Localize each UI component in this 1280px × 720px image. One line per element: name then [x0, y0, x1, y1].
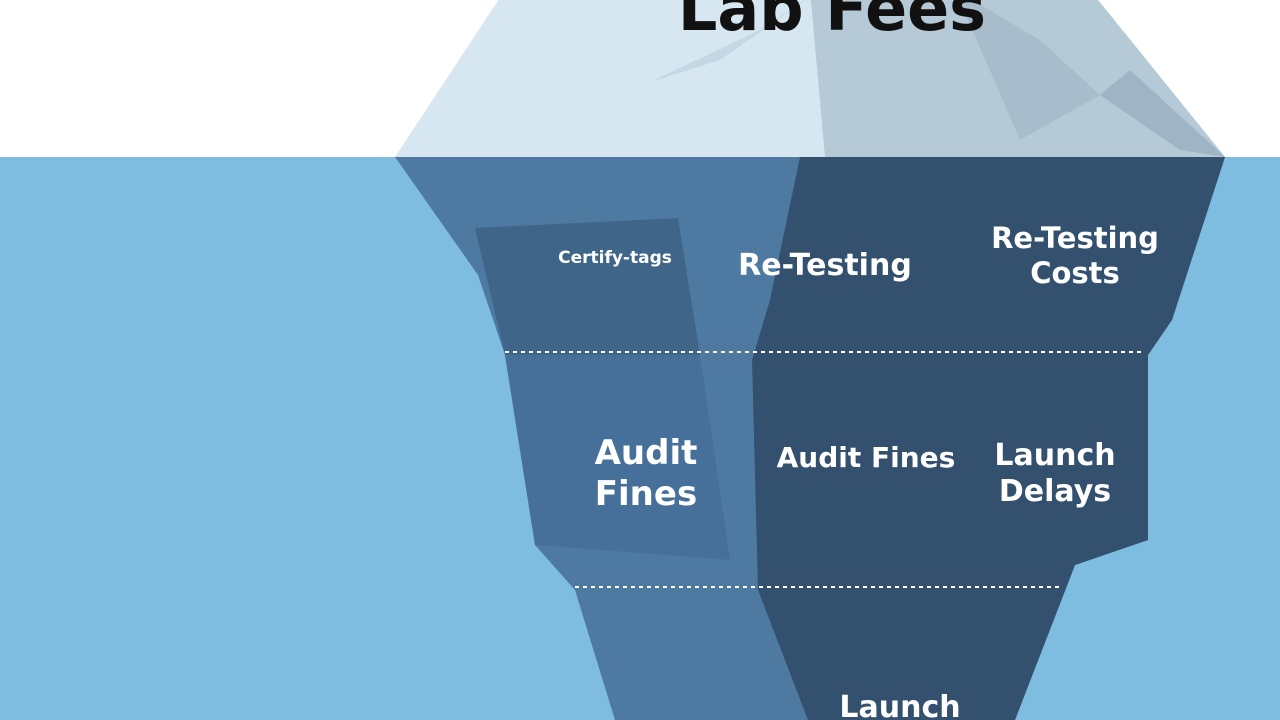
- iceberg-submerged-facet: [505, 355, 730, 560]
- tier2-middle-label: Audit Fines: [776, 441, 956, 475]
- iceberg-tip-facet: [1100, 70, 1225, 157]
- tier1-middle-label: Re-Testing: [738, 248, 912, 283]
- tier1-right-label: Re-Testing Costs: [991, 221, 1159, 290]
- iceberg-submerged-facet: [475, 218, 700, 355]
- tier2-left-label: Audit Fines: [594, 433, 698, 514]
- tier1-left-label: Certify-tags: [558, 247, 672, 268]
- tier2-right-label: Launch Delays: [994, 438, 1116, 509]
- page-title: Lab Fees: [677, 0, 987, 45]
- iceberg-tip-facet: [959, 0, 1100, 140]
- tier3-bottom-label: Launch: [839, 690, 961, 720]
- iceberg-submerged-shadow: [752, 157, 1225, 720]
